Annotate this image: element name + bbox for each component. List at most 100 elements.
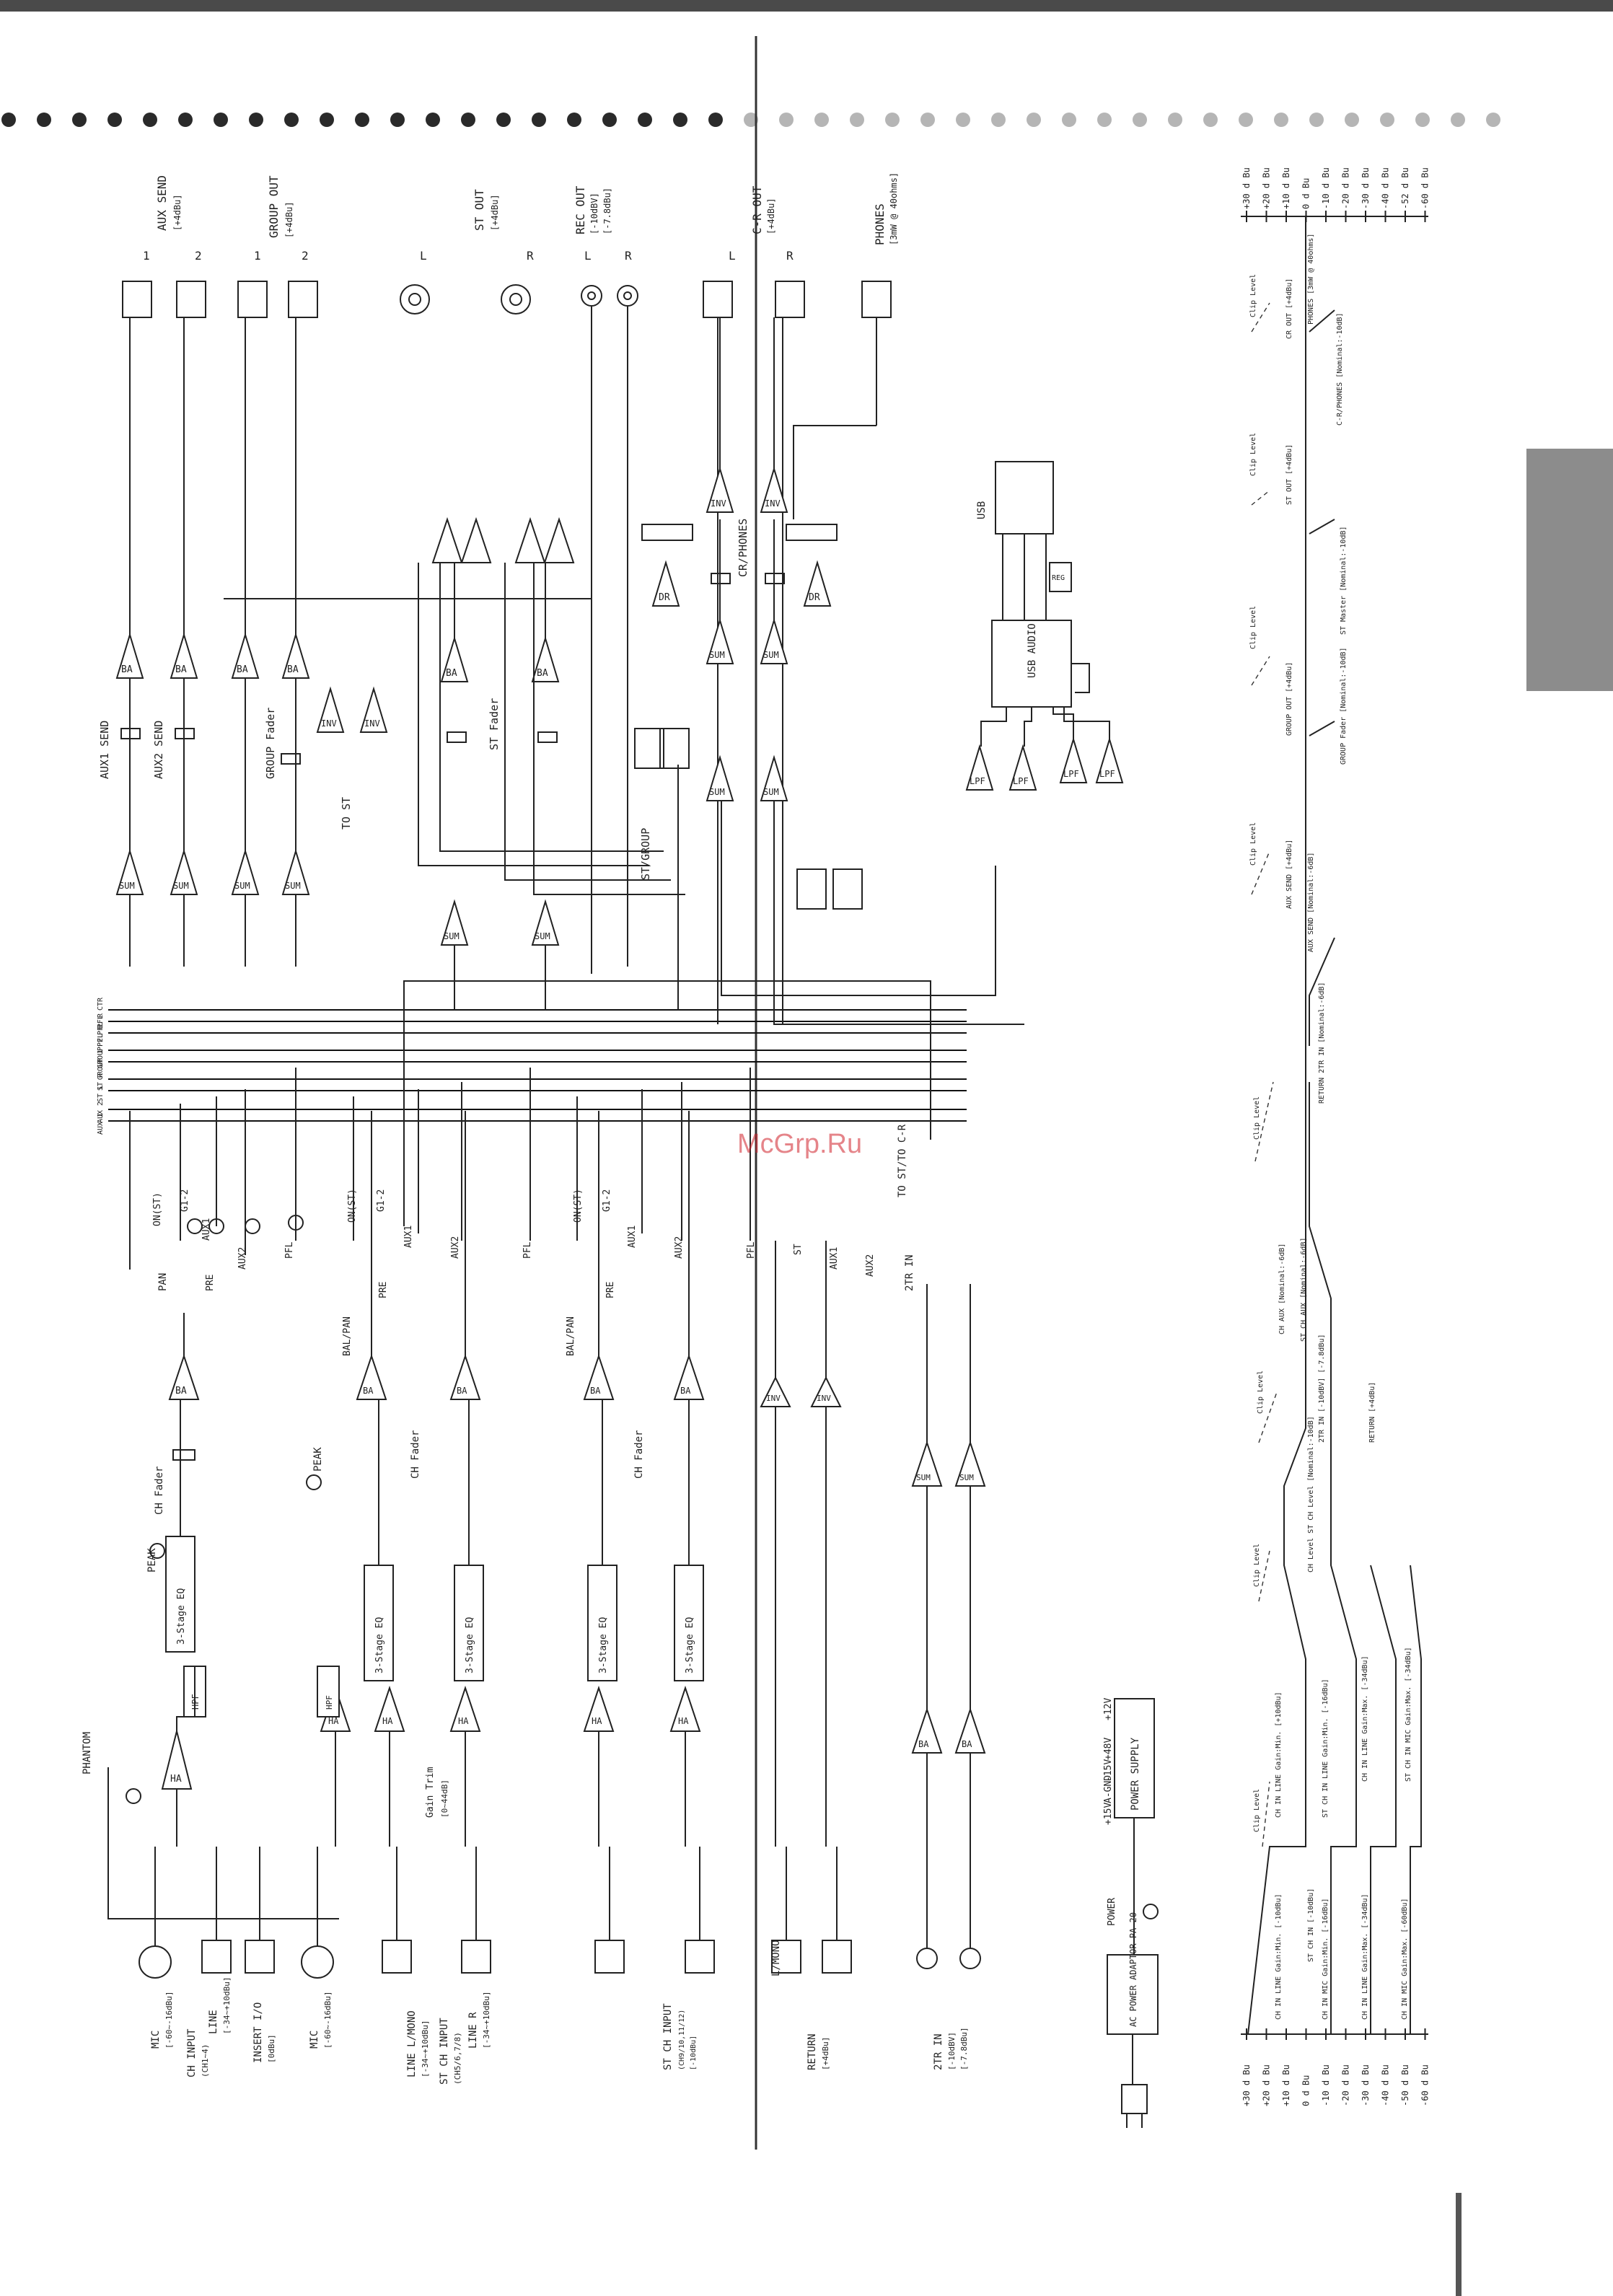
cr-phones-knob: CR/PHONES bbox=[737, 519, 750, 577]
dr-r: DR bbox=[809, 592, 820, 603]
phantom-lamp-icon bbox=[126, 1788, 141, 1804]
l-mono-label: L/MONO bbox=[770, 1940, 782, 1976]
aux2-send-knob: AUX2 SEND bbox=[152, 721, 165, 779]
scale-label: -52 d Bu bbox=[1400, 167, 1410, 209]
dot bbox=[991, 113, 1006, 127]
line-r-level: [-34~+10dBu] bbox=[482, 1992, 491, 2049]
rec-out-r: R bbox=[625, 249, 632, 263]
lpf-4: LPF bbox=[1099, 769, 1115, 779]
scale-label: -30 d Bu bbox=[1361, 2064, 1371, 2106]
dot bbox=[1345, 113, 1359, 127]
peak-label: PEAK bbox=[146, 1548, 158, 1573]
dot bbox=[1133, 113, 1147, 127]
rail-plus12: +12V bbox=[1103, 1698, 1114, 1720]
dot bbox=[461, 113, 475, 127]
inv-return-l: INV bbox=[766, 1394, 781, 1403]
channel-strips: HA HPF 3-Stage EQ BA CH Fader PAN AUX1 A… bbox=[129, 1068, 1159, 2128]
reg-block bbox=[1049, 562, 1072, 592]
aux-send-level: [+4dBu] bbox=[172, 194, 183, 231]
dot bbox=[72, 113, 87, 127]
usb-label: USB bbox=[976, 501, 988, 519]
level-annotation: ST Master [Nominal:-10dB] bbox=[1340, 526, 1348, 635]
g12-ch: G1-2 bbox=[180, 1189, 190, 1212]
st-ch-input2-nums: (CH9/10,11/12) bbox=[678, 2010, 686, 2070]
rec-out-level: [-10dBV] bbox=[589, 193, 599, 234]
dot bbox=[1486, 113, 1500, 127]
sum-pfl-l: SUM bbox=[709, 787, 725, 797]
dot bbox=[850, 113, 864, 127]
level-annotation: C-R/PHONES [Nominal:-10dB] bbox=[1336, 312, 1344, 426]
line-r-label: LINE R bbox=[467, 2012, 479, 2049]
cr-out-r: R bbox=[786, 249, 794, 263]
clip-level-label: Clip Level bbox=[1249, 822, 1257, 866]
clip-level-label: Clip Level bbox=[1253, 1789, 1261, 1832]
dr-l: DR bbox=[659, 592, 670, 603]
ch-fader-stch: CH Fader bbox=[410, 1430, 421, 1479]
scale-label: 0 d Bu bbox=[1301, 2075, 1311, 2106]
level-annotation: GROUP Fader [Nominal:-10dB] bbox=[1340, 647, 1348, 765]
dot bbox=[920, 113, 935, 127]
sum-aux1: SUM bbox=[119, 881, 135, 891]
scale-label: -30 d Bu bbox=[1361, 167, 1371, 209]
ba-stch-l: BA bbox=[363, 1386, 374, 1396]
sum-group1: SUM bbox=[234, 881, 250, 891]
group-out-label: GROUP OUT bbox=[267, 175, 281, 238]
peak-lamp-icon-st bbox=[306, 1474, 322, 1490]
ba-ch-label: BA bbox=[175, 1386, 187, 1396]
dot bbox=[143, 113, 157, 127]
rail-minus15: -15V bbox=[1103, 1759, 1114, 1782]
st-ch-input-nums: (CH5/6,7/8) bbox=[453, 2032, 462, 2085]
dot bbox=[956, 113, 970, 127]
clip-level-label: Clip Level bbox=[1253, 1544, 1261, 1587]
dot bbox=[1203, 113, 1218, 127]
bal-pan-stch: BAL/PAN bbox=[342, 1316, 353, 1356]
sum-group2: SUM bbox=[285, 881, 301, 891]
scale-label: -40 d Bu bbox=[1381, 167, 1391, 209]
phones-label: PHONES bbox=[873, 203, 887, 245]
aux2-knob-ch: AUX2 bbox=[237, 1247, 248, 1270]
ba-ch bbox=[168, 1353, 200, 1400]
dot bbox=[1027, 113, 1041, 127]
group-out-1: 1 bbox=[254, 249, 261, 263]
on-st-ch: ON(ST) bbox=[152, 1192, 163, 1226]
aux1-return: AUX1 bbox=[829, 1247, 840, 1270]
level-annotation: 2TR IN [-10dBV] [-7.8dBu] bbox=[1318, 1334, 1326, 1443]
ha-stch-r: HA bbox=[382, 1716, 393, 1726]
rec-out-label: REC OUT bbox=[573, 185, 587, 234]
level-annotation: CH IN LINE Gain:Max. [-34dBu] bbox=[1361, 1893, 1369, 2020]
on-st-stch: ON(ST) bbox=[347, 1189, 358, 1223]
dot bbox=[708, 113, 723, 127]
dot bbox=[426, 113, 440, 127]
level-annotation: CH IN MIC Gain:Min. [-16dBu] bbox=[1322, 1898, 1329, 2020]
cr-out-level: [+4dBu] bbox=[766, 198, 776, 234]
ac-adaptor-block bbox=[1107, 1954, 1159, 2035]
level-annotation: GROUP OUT [+4dBu] bbox=[1285, 662, 1293, 736]
eq-st2-r: 3-Stage EQ bbox=[685, 1617, 695, 1673]
phantom-label: PHANTOM bbox=[82, 1732, 93, 1774]
ba-2tr-r: BA bbox=[962, 1739, 972, 1749]
aux2-st2: AUX2 bbox=[674, 1236, 685, 1259]
to-st-switch: TO ST bbox=[340, 797, 353, 830]
tr-in-level2: [-7.8dBu] bbox=[959, 2027, 969, 2070]
line-l-mono-label: LINE L/MONO bbox=[406, 2010, 418, 2077]
ba-st-l: BA bbox=[446, 668, 457, 679]
rec-out-level2: [-7.8dBu] bbox=[602, 188, 612, 234]
dot-row bbox=[1, 113, 1500, 127]
ch-input-label: CH INPUT bbox=[186, 2028, 198, 2077]
st-out-r: R bbox=[527, 249, 534, 263]
ac-adaptor-label: AC POWER ADAPTOR PA-20 bbox=[1128, 1912, 1138, 2027]
st-knob: ST bbox=[793, 1244, 804, 1255]
master-blocks: BA BA BA BA BA BA SUM SUM SUM SUM INV IN… bbox=[98, 317, 1124, 1226]
aux1-send-knob: AUX1 SEND bbox=[98, 721, 111, 779]
return-level: [+4dBu] bbox=[821, 2037, 830, 2070]
gain-trim-range-stch: [0~44dB] bbox=[440, 1780, 449, 1818]
sum-2tr-l: SUM bbox=[916, 1473, 931, 1482]
level-annotation: ST CH IN MIC Gain:Max. [-34dBu] bbox=[1405, 1647, 1412, 1782]
st-fader-label: ST Fader bbox=[488, 698, 501, 750]
clip-level-label: Clip Level bbox=[1253, 1096, 1261, 1140]
dot bbox=[1274, 113, 1288, 127]
ba-st2-r: BA bbox=[680, 1386, 691, 1396]
level-annotation: CH Level ST CH Level [Nominal:-10dB] bbox=[1307, 1416, 1315, 1573]
ba-group1: BA bbox=[237, 664, 248, 675]
sum-pfl-r: SUM bbox=[763, 787, 779, 797]
